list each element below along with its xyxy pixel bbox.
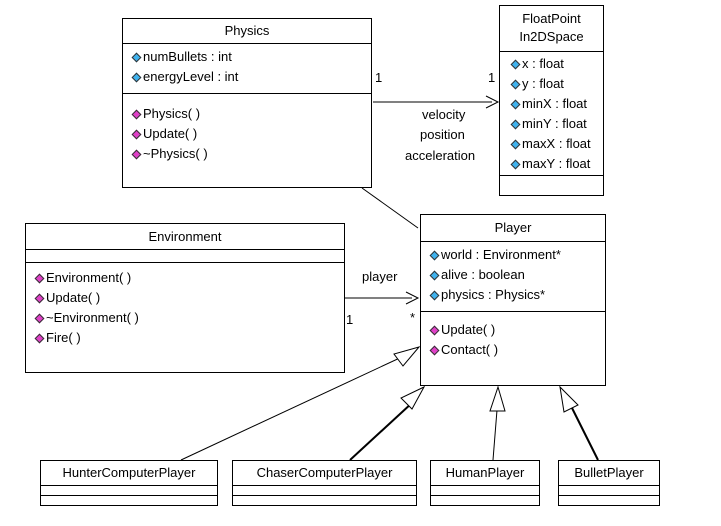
attribute: minX : float	[510, 94, 603, 114]
attribute: world : Environment*	[429, 245, 605, 265]
operation-icon	[429, 345, 440, 355]
assoc-physics-player	[361, 187, 419, 229]
class-name: Player	[421, 215, 605, 242]
attribute: y : float	[510, 74, 603, 94]
attribute-section	[431, 486, 539, 496]
attribute-icon	[131, 52, 142, 62]
class-name: ChaserComputerPlayer	[233, 461, 416, 486]
generalization-arrowhead	[559, 385, 579, 413]
class-bullet-player[interactable]: BulletPlayer	[558, 460, 660, 506]
operation-icon	[34, 273, 45, 283]
multiplicity-floatpoint: 1	[488, 70, 496, 85]
operation-section: Update( ) Contact( )	[421, 312, 605, 360]
attribute: minY : float	[510, 114, 603, 134]
generalization-arrowhead	[489, 385, 506, 412]
operation: ~Environment( )	[34, 308, 344, 328]
assoc-arrowhead	[405, 291, 420, 305]
attribute-section: x : float y : float minX : float minY : …	[500, 52, 603, 176]
attribute-icon	[510, 159, 521, 169]
operation: Fire( )	[34, 328, 344, 348]
class-hunter-computer-player[interactable]: HunterComputerPlayer	[40, 460, 218, 506]
generalization-hunter	[180, 355, 405, 461]
attribute: physics : Physics*	[429, 285, 605, 305]
class-name: BulletPlayer	[559, 461, 659, 486]
attribute-section	[41, 486, 217, 496]
operation: Update( )	[34, 288, 344, 308]
attribute-icon	[429, 270, 440, 280]
class-name: HunterComputerPlayer	[41, 461, 217, 486]
generalization-human	[492, 409, 498, 461]
multiplicity-environment: 1	[346, 312, 354, 327]
operation-section: Physics( ) Update( ) ~Physics( )	[123, 94, 371, 164]
attribute-icon	[429, 250, 440, 260]
multiplicity-physics: 1	[375, 70, 383, 85]
operation-icon	[131, 149, 142, 159]
attribute: maxY : float	[510, 154, 603, 174]
attribute-icon	[510, 99, 521, 109]
operation-section: Environment( ) Update( ) ~Environment( )…	[26, 263, 344, 348]
attribute-section	[233, 486, 416, 496]
attribute: alive : boolean	[429, 265, 605, 285]
attribute: numBullets : int	[131, 47, 371, 67]
attribute: x : float	[510, 54, 603, 74]
attribute-section: world : Environment* alive : boolean phy…	[421, 242, 605, 312]
class-name: Environment	[26, 224, 344, 250]
generalization-arrowhead	[393, 346, 421, 367]
class-name: FloatPoint In2DSpace	[500, 6, 603, 52]
operation: Environment( )	[34, 268, 344, 288]
generalization-chaser	[349, 401, 414, 461]
class-chaser-computer-player[interactable]: ChaserComputerPlayer	[232, 460, 417, 506]
attribute-icon	[429, 290, 440, 300]
operation: ~Physics( )	[131, 144, 371, 164]
attribute-section	[559, 486, 659, 496]
operation-icon	[131, 129, 142, 139]
attribute-icon	[510, 139, 521, 149]
attribute-icon	[510, 79, 521, 89]
operation: Update( )	[131, 124, 371, 144]
operation: Physics( )	[131, 104, 371, 124]
class-environment[interactable]: Environment Environment( ) Update( ) ~En…	[25, 223, 345, 373]
operation-section	[500, 176, 603, 179]
attribute-section	[26, 250, 344, 263]
assoc-arrowhead	[485, 95, 500, 109]
assoc-label-acceleration: acceleration	[405, 148, 476, 163]
operation-icon	[131, 109, 142, 119]
operation-icon	[34, 293, 45, 303]
assoc-label-position: position	[420, 127, 465, 142]
attribute-section: numBullets : int energyLevel : int	[123, 44, 371, 94]
attribute: energyLevel : int	[131, 67, 371, 87]
class-physics[interactable]: Physics numBullets : int energyLevel : i…	[122, 18, 372, 188]
class-human-player[interactable]: HumanPlayer	[430, 460, 540, 506]
operation-icon	[34, 313, 45, 323]
generalization-bullet	[571, 407, 599, 461]
operation-icon	[34, 333, 45, 343]
attribute-icon	[131, 72, 142, 82]
attribute-icon	[510, 59, 521, 69]
generalization-arrowhead	[400, 385, 426, 410]
class-player[interactable]: Player world : Environment* alive : bool…	[420, 214, 606, 386]
attribute-icon	[510, 119, 521, 129]
class-name: Physics	[123, 19, 371, 44]
class-name: HumanPlayer	[431, 461, 539, 486]
attribute: maxX : float	[510, 134, 603, 154]
class-floatpoint[interactable]: FloatPoint In2DSpace x : float y : float…	[499, 5, 604, 196]
assoc-label-player: player	[362, 269, 398, 284]
assoc-label-velocity: velocity	[422, 107, 466, 122]
operation-icon	[429, 325, 440, 335]
multiplicity-player: *	[410, 310, 416, 325]
operation: Contact( )	[429, 340, 605, 360]
operation: Update( )	[429, 320, 605, 340]
